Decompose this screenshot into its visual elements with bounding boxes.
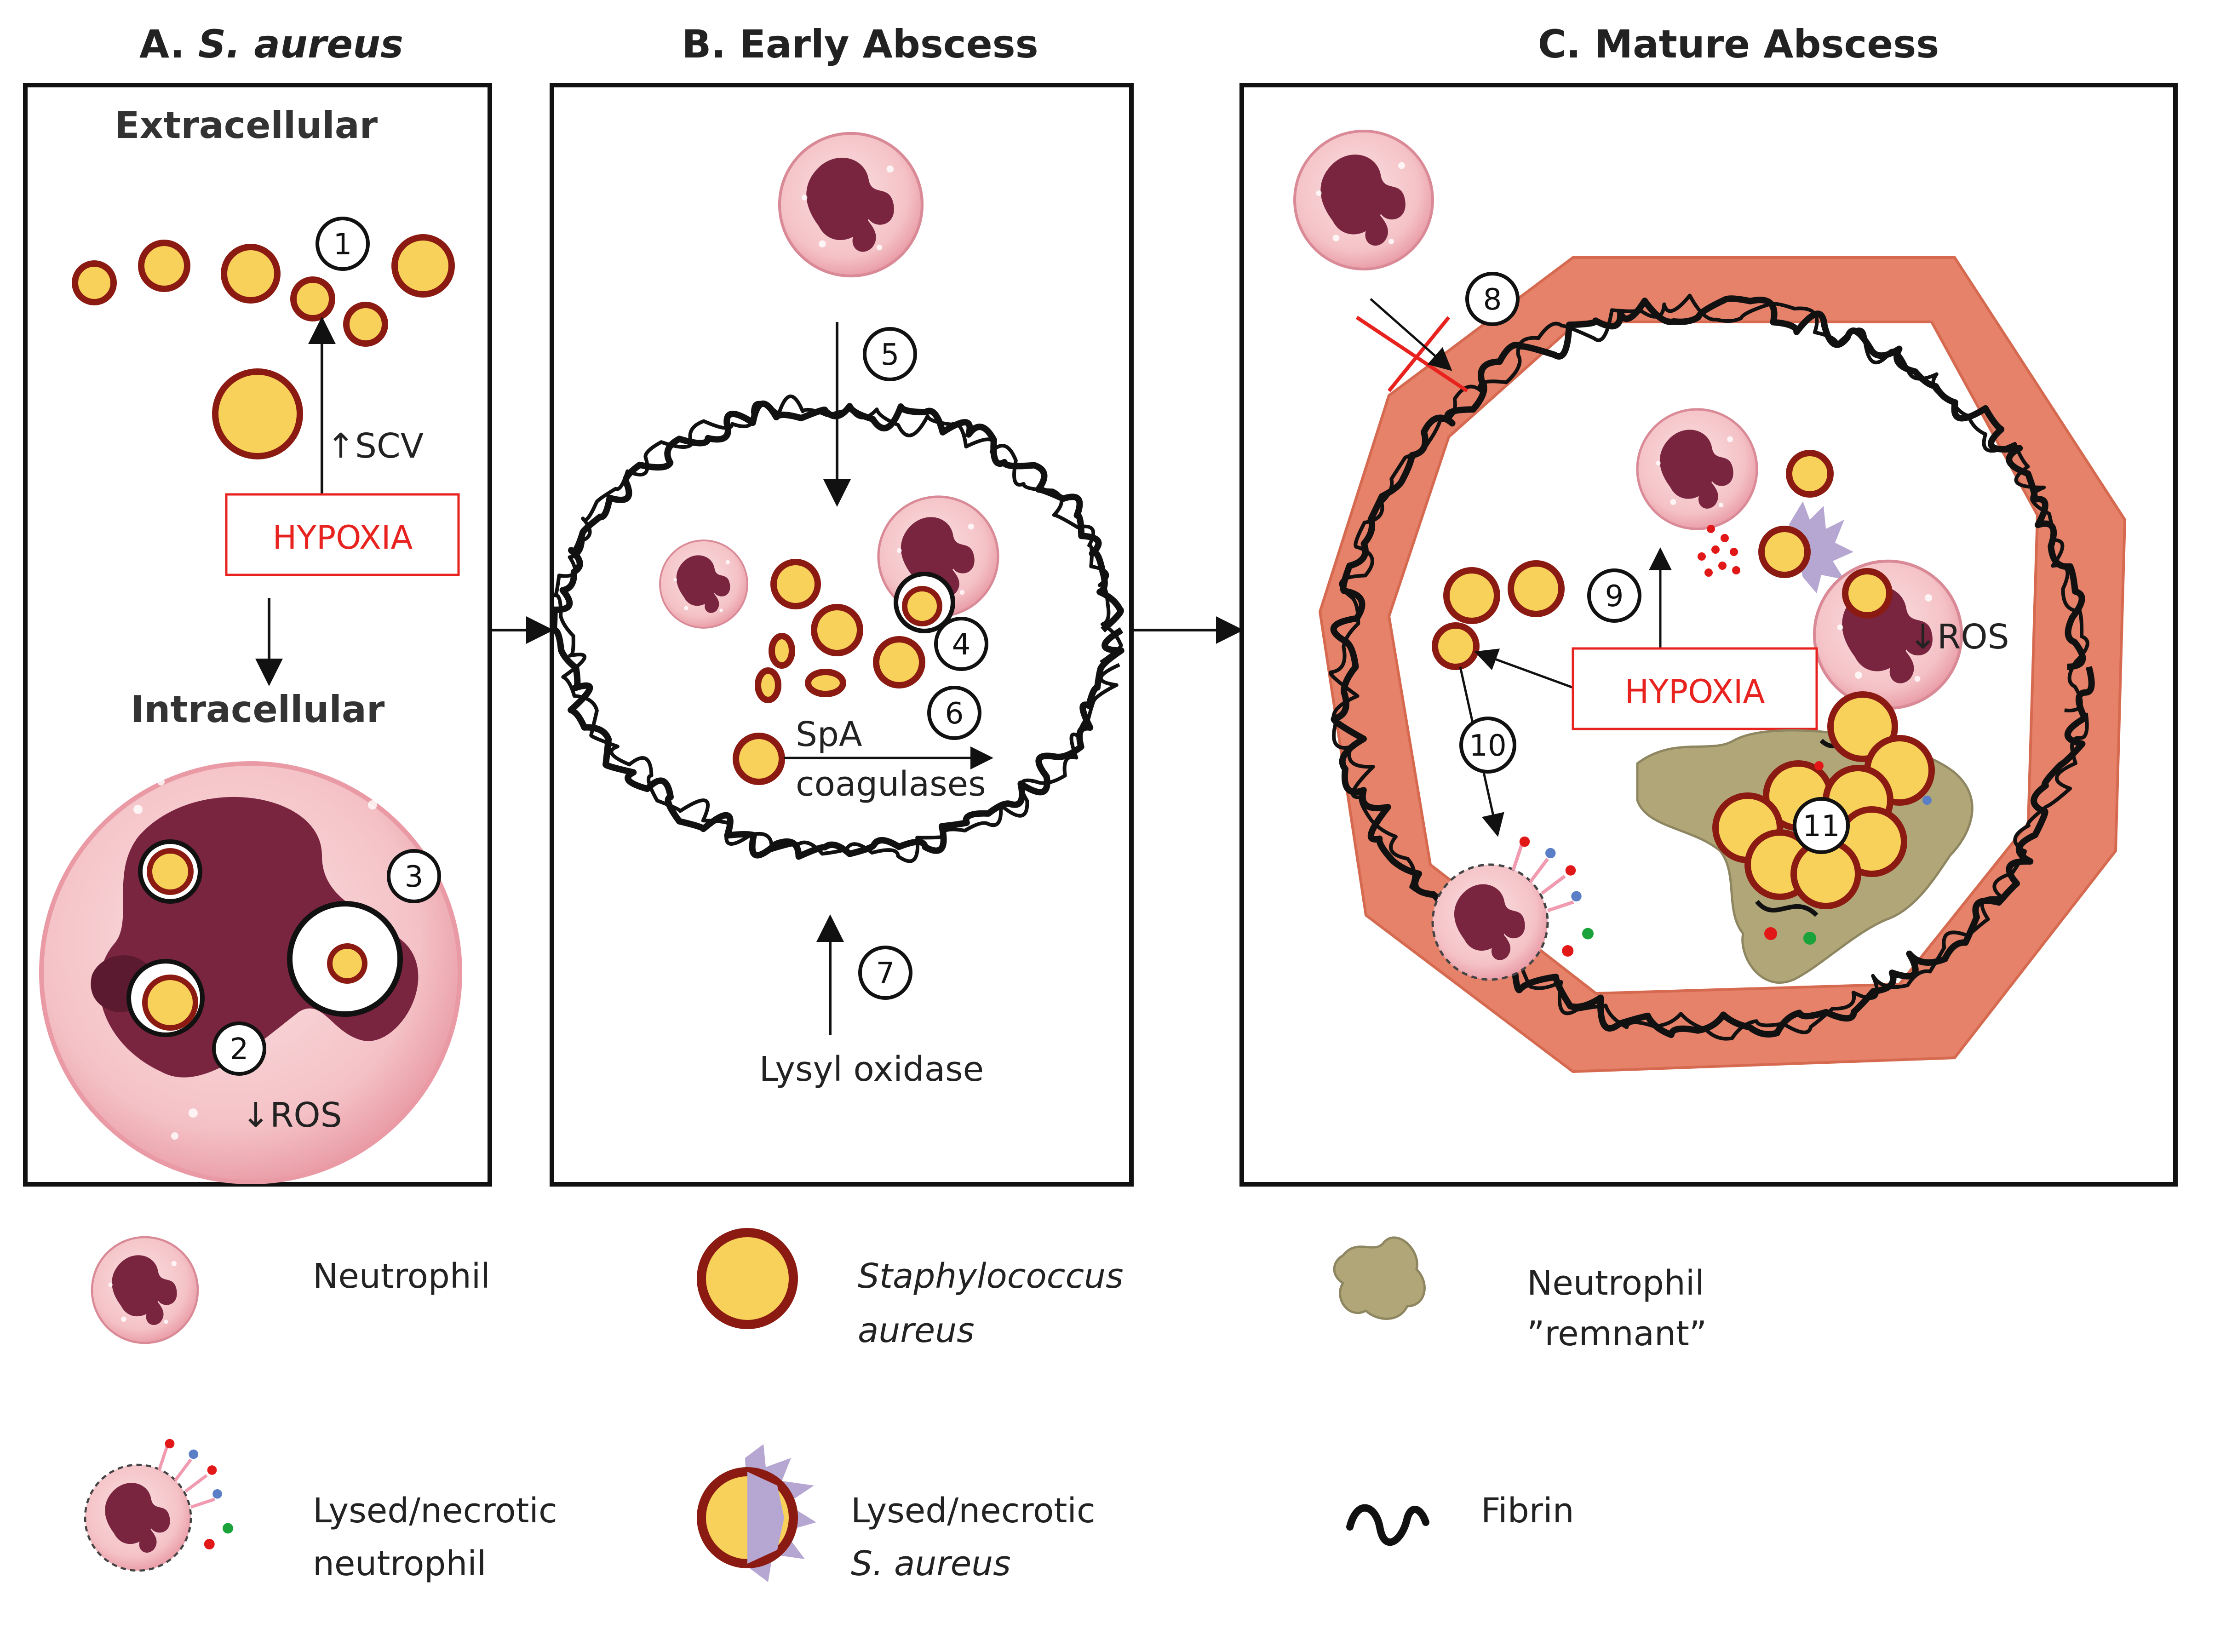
extracellular-bacteria: [72, 234, 455, 459]
hypoxia-box-a: [225, 493, 460, 576]
fibrin-strand: [553, 394, 1123, 863]
legend-lysed-staph-label-1: Lysed/necrotic: [851, 1491, 1096, 1531]
svg-text:10: 10: [1469, 729, 1506, 763]
fibrin-strand: [550, 400, 1124, 860]
title-a: A. S. aureus: [139, 22, 403, 67]
abscess-bacteria-b: [733, 559, 925, 785]
arrow-blocked-migration: [1370, 298, 1452, 371]
label-intracellular: Intracellular: [131, 688, 385, 731]
legend-remnant-label-1: Neutrophil: [1527, 1263, 1704, 1303]
intracellular-neutrophil: [39, 761, 462, 1184]
bacterium: [755, 667, 781, 703]
abscess-capsule: [1318, 256, 2127, 1073]
neutrophil-lysed-in-abscess: [1433, 837, 1594, 980]
title-c: C. Mature Abscess: [1538, 22, 1939, 67]
legend-staph-label-1: Staphylococcus: [858, 1256, 1124, 1296]
svg-text:4: 4: [952, 628, 971, 662]
legend-staph-label-2: aureus: [858, 1311, 975, 1350]
phagosome-large: [287, 901, 403, 1017]
bacterium: [770, 559, 821, 609]
svg-text:6: 6: [945, 697, 964, 731]
bacterium: [138, 240, 190, 292]
legend-remnant-label-2: ”remnant”: [1527, 1314, 1707, 1354]
legend-neutrophil-label: Neutrophil: [313, 1256, 490, 1296]
bacterium: [221, 244, 281, 304]
bacterium: [1786, 450, 1834, 498]
fibrin-strand: [1328, 293, 2089, 1041]
legend-fibrin-icon: [1346, 1504, 1429, 1546]
bacterium: [1432, 622, 1480, 670]
legend-lysed-staph-icon: [697, 1444, 816, 1582]
step-9: 9: [1587, 568, 1641, 623]
legend-neutrophil-icon: [92, 1237, 198, 1343]
step-8: 8: [1465, 272, 1520, 326]
neutrophil-recruited: [780, 133, 922, 276]
bacterium: [1443, 567, 1500, 624]
panel-a-frame: [23, 83, 492, 1187]
bacterium: [769, 633, 795, 669]
title-b: B. Early Abscess: [682, 22, 1038, 67]
abscess-bacteria-c: [1432, 560, 1565, 670]
bacterium: [391, 234, 455, 298]
step-4: 4: [934, 617, 988, 671]
step-10: 10: [1459, 717, 1516, 774]
svg-text:3: 3: [405, 860, 424, 894]
blocked-migration-cross: [1355, 315, 1469, 393]
svg-text:1: 1: [333, 228, 352, 262]
hypoxia-box-c: [1572, 647, 1818, 730]
spa-label: SpA: [796, 715, 862, 754]
bacterium: [805, 669, 846, 697]
legend-lysed-neutrophil-label-1: Lysed/necrotic: [313, 1491, 557, 1531]
step-7: 7: [858, 946, 912, 1000]
bacterium: [72, 260, 117, 305]
bacterium: [343, 302, 388, 347]
svg-text:8: 8: [1483, 283, 1502, 317]
bacterium: [1842, 568, 1893, 619]
phagosome-small: [138, 839, 202, 904]
hypoxia-label-a: HYPOXIA: [273, 519, 413, 556]
step-1: 1: [316, 217, 370, 271]
legend-fibrin-label: Fibrin: [1481, 1491, 1574, 1531]
hypoxia-label-c: HYPOXIA: [1625, 673, 1765, 711]
legend-remnant-icon: [1333, 1236, 1426, 1320]
lysyl-oxidase-label: Lysyl oxidase: [759, 1050, 984, 1089]
step-3: 3: [387, 849, 441, 903]
coagulases-label: coagulases: [796, 764, 986, 804]
bacterium-scv-large: [212, 368, 303, 459]
phagocytosed-bacterium: [894, 572, 955, 633]
ros-label-c: ↓ROS: [1909, 617, 2009, 657]
scv-label: ↑SCV: [327, 426, 424, 466]
neutrophil-blocked: [1295, 131, 1433, 269]
degranulation-dots: [1698, 525, 1740, 577]
step-11: 11: [1793, 797, 1850, 854]
bacterium: [733, 733, 785, 785]
phagosome-medium: [126, 959, 205, 1037]
fibrin-ring-c: [1328, 293, 2095, 1041]
bacterium: [1508, 560, 1565, 617]
step-5: 5: [863, 327, 917, 381]
svg-text:9: 9: [1605, 579, 1624, 614]
bacterium: [873, 636, 925, 688]
bacterium: [811, 604, 863, 656]
svg-text:11: 11: [1802, 809, 1840, 843]
legend-lysed-neutrophil-label-2: neutrophil: [313, 1544, 486, 1583]
legend-staph-icon: [697, 1228, 798, 1329]
svg-text:2: 2: [230, 1032, 249, 1067]
svg-text:7: 7: [876, 957, 895, 991]
biofilm-debris: [1764, 761, 1932, 945]
label-extracellular: Extracellular: [115, 104, 378, 147]
step-2: 2: [212, 1021, 266, 1076]
neutrophil-in-abscess-small: [660, 540, 747, 628]
lysed-bacterium-c: [1758, 501, 1853, 593]
bacterium: [290, 276, 335, 321]
legend-lysed-staph-label-2: S. aureus: [851, 1544, 1011, 1583]
svg-text:5: 5: [881, 338, 900, 372]
arrow-hypoxia-left: [1474, 648, 1573, 689]
neutrophil-inner-top: [1637, 409, 1757, 529]
step-6: 6: [927, 686, 981, 740]
fibrin-ring-b: [550, 394, 1124, 863]
legend-lysed-neutrophil-icon: [85, 1439, 233, 1571]
ros-label-a: ↓ROS: [241, 1096, 342, 1135]
